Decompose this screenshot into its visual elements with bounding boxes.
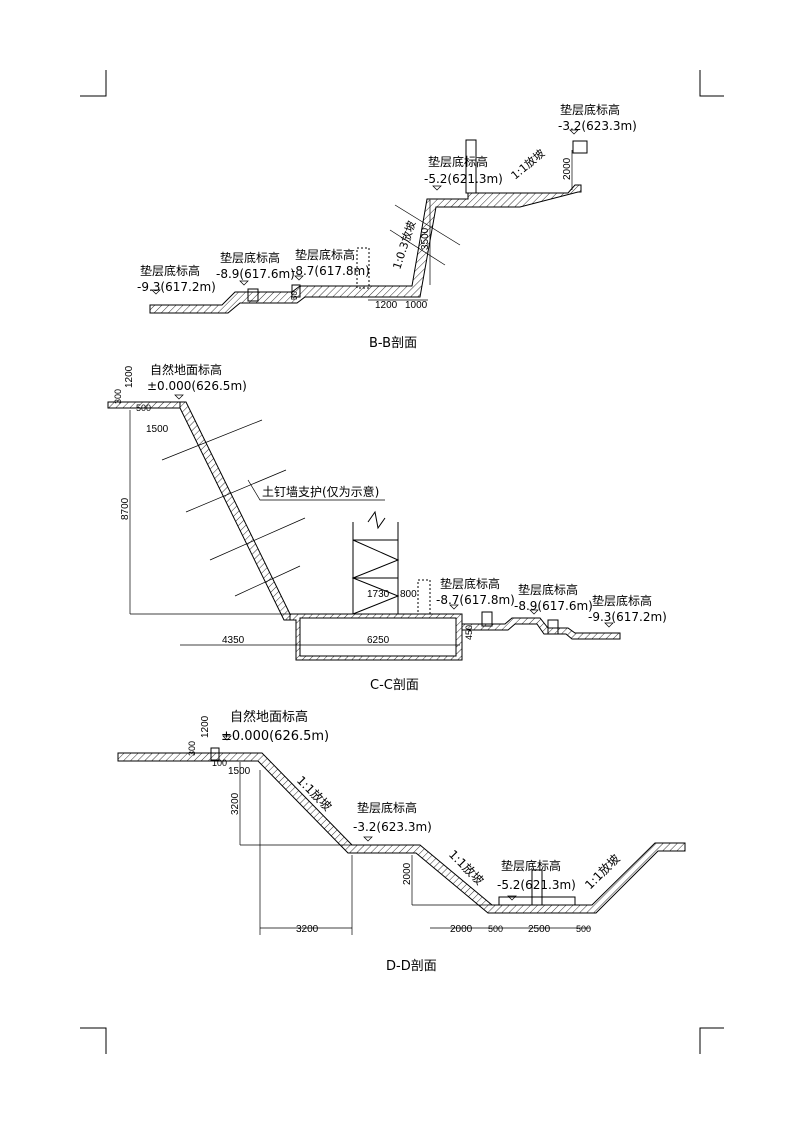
cc-pad-label-1: 垫层底标高	[440, 576, 500, 591]
bb-slope-2: 1:1放坡	[508, 146, 547, 182]
dd-dim-2500: 2500	[528, 924, 551, 935]
cc-pit-2	[547, 619, 559, 635]
cc-dim-1200: 1200	[124, 365, 135, 388]
cc-pad-label-3: 垫层底标高	[592, 593, 652, 608]
section-bb: 垫层底标高 -9.3(617.2m) 垫层底标高 -8.9(617.6m) 垫层…	[137, 102, 637, 351]
bb-ground-band	[149, 184, 582, 314]
bb-elev-2: -8.9(617.6m)	[216, 267, 295, 281]
dd-elev-0: ±0.000(626.5m)	[221, 729, 329, 744]
bb-dim-1000: 1000	[405, 300, 428, 311]
bb-nail-1	[394, 204, 461, 246]
bb-pit-1	[247, 288, 259, 302]
bb-nail-2	[389, 229, 446, 266]
cc-ground-label: 自然地面标高	[150, 362, 222, 377]
dd-ground-band	[117, 752, 686, 914]
bb-dim-3500: 3500	[420, 227, 431, 250]
cc-elev-2: -8.9(617.6m)	[514, 599, 593, 613]
dd-elev-2: -5.2(621.3m)	[497, 878, 576, 892]
bb-pad-label-1: 垫层底标高	[140, 263, 200, 278]
cc-dim-8700: 8700	[120, 497, 131, 520]
cc-frame	[351, 510, 400, 615]
cc-pit-1	[481, 611, 493, 627]
dd-dim-3200h: 3200	[296, 924, 319, 935]
cc-slope	[179, 401, 291, 621]
bb-column-1	[465, 139, 477, 194]
bb-dim-50: 50	[290, 291, 299, 300]
cc-pad-block	[417, 579, 431, 615]
cc-dim-1500: 1500	[146, 424, 169, 435]
cc-elev-0: ±0.000(626.5m)	[147, 379, 247, 393]
dd-dim-500-2: 500	[576, 924, 591, 934]
dd-dim-2000v: 2000	[402, 862, 413, 885]
cc-elev-3: -9.3(617.2m)	[588, 610, 667, 624]
dd-dim-1200: 1200	[200, 715, 211, 738]
bb-title: B-B剖面	[369, 336, 417, 351]
cc-elev-1: -8.7(617.8m)	[436, 593, 515, 607]
bb-pad-label-5: 垫层底标高	[560, 102, 620, 117]
cc-pad-label-2: 垫层底标高	[518, 582, 578, 597]
section-dd: 自然地面标高 ±0.000(626.5m) 垫层底标高 -3.2(623.3m)…	[117, 709, 686, 974]
cc-right-steps	[461, 617, 621, 640]
dd-dim-3200v: 3200	[230, 792, 241, 815]
bb-pit-2	[291, 284, 301, 298]
dd-title: D-D剖面	[386, 959, 437, 974]
cc-dim-6250: 6250	[367, 635, 390, 646]
section-cc: 自然地面标高 ±0.000(626.5m) 土钉墙支护(仅为示意) 垫层底标高 …	[107, 362, 667, 693]
bb-pad-label-3: 垫层底标高	[295, 247, 355, 262]
dd-pile	[210, 747, 220, 761]
cc-dim-500: 500	[136, 403, 151, 413]
bb-pad-block	[356, 247, 370, 289]
bb-pad-label-4: 垫层底标高	[428, 154, 488, 169]
cc-dim-1730: 1730	[367, 589, 390, 600]
dd-pad-label-1: 垫层底标高	[357, 800, 417, 815]
cc-dim-4350: 4350	[222, 635, 245, 646]
cc-dim-800: 800	[400, 589, 417, 600]
dd-ground-label: 自然地面标高	[230, 709, 308, 725]
cc-nail-wall-label: 土钉墙支护(仅为示意)	[262, 484, 379, 499]
cc-dim-450: 450	[464, 625, 474, 640]
bb-elev-4: -5.2(621.3m)	[424, 172, 503, 186]
crop-marks	[80, 70, 724, 1054]
dd-pad-label-2: 垫层底标高	[501, 858, 561, 873]
dd-dim-100: 100	[212, 758, 227, 768]
dd-elev-1: -3.2(623.3m)	[353, 820, 432, 834]
cc-dim-300: 300	[113, 389, 123, 404]
dd-footing	[498, 896, 576, 906]
dd-dim-2000h: 2000	[450, 924, 473, 935]
bb-pad-label-2: 垫层底标高	[220, 250, 280, 265]
dd-dim-300: 300	[187, 741, 197, 756]
cc-soil-nails	[161, 419, 306, 597]
bb-dim-1200: 1200	[375, 300, 398, 311]
cc-title: C-C剖面	[370, 678, 419, 693]
dd-dim-500-1: 500	[488, 924, 503, 934]
bb-elev-3: -8.7(617.8m)	[291, 264, 370, 278]
dd-dim-1500: 1500	[228, 766, 251, 777]
bb-elev-1: -9.3(617.2m)	[137, 280, 216, 294]
bb-elev-5: -3.2(623.3m)	[558, 119, 637, 133]
bb-column-2	[572, 140, 588, 154]
bb-dim-2000: 2000	[562, 157, 573, 180]
